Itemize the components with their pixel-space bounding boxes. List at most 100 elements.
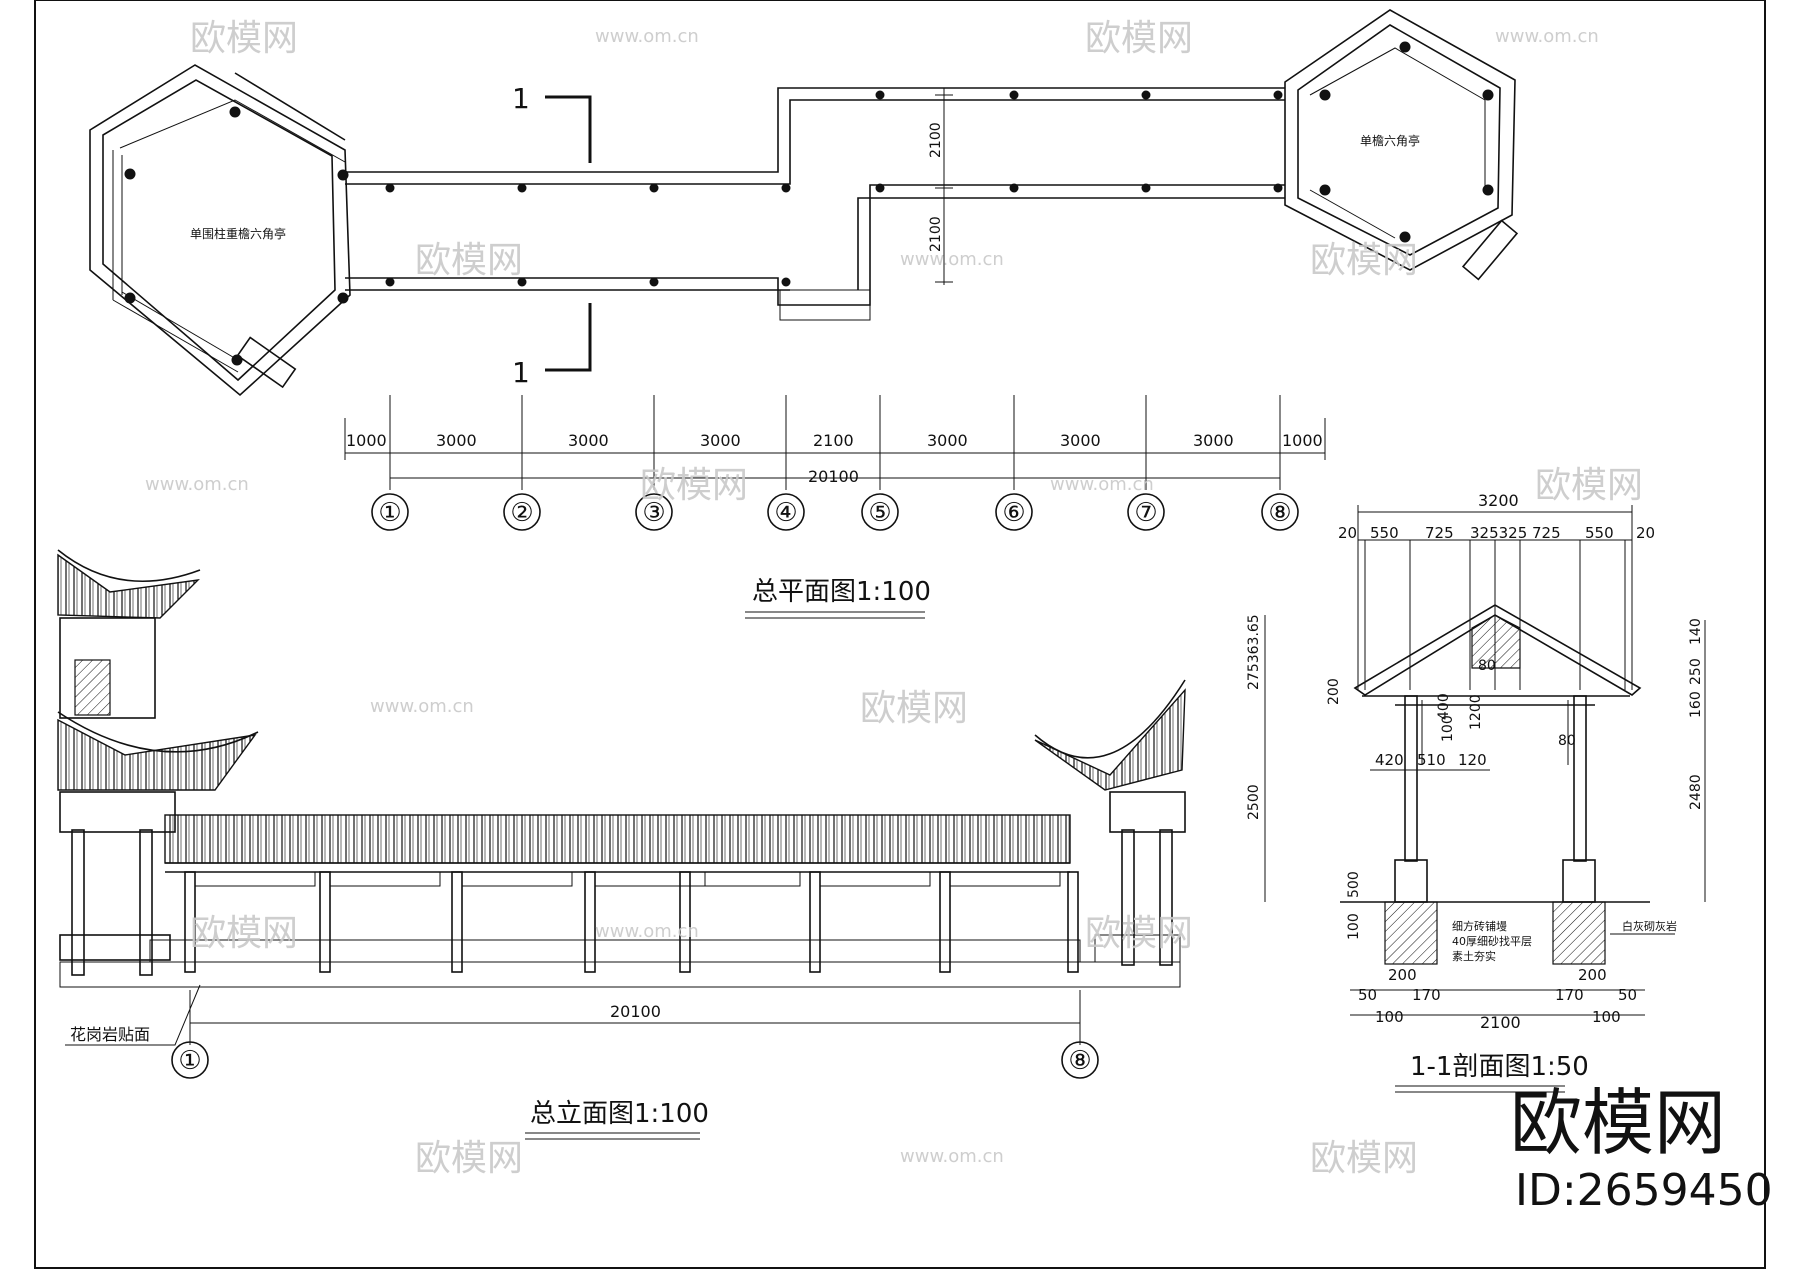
column-dot — [1141, 90, 1151, 100]
svg-text:50: 50 — [1358, 986, 1377, 1004]
left-pavilion-label: 单围柱重檐六角亭 — [190, 226, 286, 241]
column-dot — [337, 169, 349, 181]
svg-text:2100: 2100 — [813, 431, 854, 450]
svg-text:275363.65: 275363.65 — [1246, 614, 1262, 690]
column-dot — [1319, 89, 1331, 101]
right-pavilion-label: 单檐六角亭 — [1360, 133, 1420, 148]
axis-label: ① — [378, 498, 401, 528]
svg-text:www.om.cn: www.om.cn — [370, 696, 474, 717]
svg-text:170: 170 — [1412, 986, 1441, 1004]
plan-view: 单围柱重檐六角亭 单檐六角亭 — [89, 9, 1519, 619]
svg-text:1: 1 — [512, 356, 530, 389]
column-dot — [875, 183, 885, 193]
svg-text:www.om.cn: www.om.cn — [1495, 26, 1599, 47]
column-dot — [1399, 231, 1411, 243]
corridor-roof — [164, 814, 1071, 864]
corridor-outline — [345, 87, 1285, 173]
column-dot — [231, 354, 243, 366]
column-dot — [517, 277, 527, 287]
column-dot — [781, 183, 791, 193]
right-pavilion-elevation — [1034, 679, 1186, 966]
svg-text:欧模网: 欧模网 — [640, 465, 748, 506]
plan-total-dim: 20100 — [808, 467, 859, 486]
svg-text:100: 100 — [1440, 715, 1456, 742]
elevation-total-dim: 20100 — [610, 1002, 661, 1021]
column-dot — [649, 183, 659, 193]
footing-right — [1552, 901, 1606, 965]
svg-text:3000: 3000 — [436, 431, 477, 450]
svg-text:3000: 3000 — [700, 431, 741, 450]
svg-text:200: 200 — [1326, 678, 1342, 705]
svg-text:欧模网: 欧模网 — [1310, 1138, 1418, 1179]
axis-label: ⑧ — [1268, 498, 1291, 528]
section-note-right: 白灰砌灰岩 — [1622, 919, 1677, 933]
svg-text:100: 100 — [1375, 1008, 1404, 1026]
axis-label: ② — [510, 498, 533, 528]
svg-text:550: 550 — [1585, 524, 1614, 542]
svg-text:欧模网: 欧模网 — [190, 913, 298, 954]
svg-text:www.om.cn: www.om.cn — [595, 26, 699, 47]
svg-text:2500: 2500 — [1246, 784, 1262, 820]
column-dot — [1009, 90, 1019, 100]
svg-text:www.om.cn: www.om.cn — [900, 1146, 1004, 1167]
section-note-line: 细方砖铺墁 — [1452, 919, 1507, 933]
section-column-left — [1404, 695, 1418, 862]
brand-id: ID:2659450 — [1515, 1165, 1773, 1216]
svg-text:20: 20 — [1338, 524, 1357, 542]
column-dot — [337, 292, 349, 304]
section-column-right — [1573, 695, 1587, 862]
section-note-line: 素土夯实 — [1452, 949, 1496, 963]
svg-text:250: 250 — [1688, 658, 1704, 685]
svg-text:100: 100 — [1346, 913, 1362, 940]
svg-text:200: 200 — [1578, 966, 1607, 984]
svg-text:1000: 1000 — [1282, 431, 1323, 450]
plan-title: 总平面图1:100 — [752, 577, 931, 607]
svg-text:170: 170 — [1555, 986, 1584, 1004]
section-marker-top: 1 — [512, 82, 592, 163]
column-dot — [649, 277, 659, 287]
svg-text:2100: 2100 — [928, 216, 944, 252]
svg-text:400: 400 — [1436, 693, 1452, 720]
corridor-base — [59, 961, 1181, 988]
left-pavilion-outline — [89, 64, 351, 397]
axis-label: ④ — [774, 498, 797, 528]
axis-label: ③ — [642, 498, 665, 528]
section-note-line: 40厚细砂找平层 — [1452, 934, 1532, 948]
svg-text:500: 500 — [1346, 871, 1362, 898]
svg-text:420: 420 — [1375, 751, 1404, 769]
section-marker-bottom: 1 — [512, 303, 592, 389]
column-dot — [875, 90, 885, 100]
svg-text:1000: 1000 — [346, 431, 387, 450]
svg-text:100: 100 — [1592, 1008, 1621, 1026]
sheet-border — [34, 0, 1766, 1269]
svg-text:3000: 3000 — [568, 431, 609, 450]
svg-text:1: 1 — [512, 82, 530, 115]
elevation-axis-end: ⑧ — [1068, 1046, 1091, 1076]
left-pavilion-elevation — [57, 549, 259, 976]
column-dot — [1399, 41, 1411, 53]
svg-text:www.om.cn: www.om.cn — [1050, 474, 1154, 495]
column-dot — [229, 106, 241, 118]
svg-text:80: 80 — [1558, 733, 1576, 749]
column-dot — [1319, 184, 1331, 196]
svg-text:550: 550 — [1370, 524, 1399, 542]
section-top-total: 3200 — [1478, 491, 1519, 510]
svg-text:欧模网: 欧模网 — [190, 18, 298, 59]
svg-text:160: 160 — [1688, 691, 1704, 718]
section-view: 3200 20 550 725 325325 725 550 20 275363… — [1246, 491, 1706, 1093]
column-dot — [124, 292, 136, 304]
column-dot — [124, 168, 136, 180]
svg-text:欧模网: 欧模网 — [1085, 18, 1193, 59]
section-title: 1-1剖面图1:50 — [1410, 1052, 1589, 1082]
svg-text:欧模网: 欧模网 — [860, 688, 968, 729]
column-dot — [1273, 90, 1283, 100]
plan-dimension-chain: 1000 3000 3000 3000 2100 3000 3000 3000 … — [344, 395, 1326, 490]
svg-text:120: 120 — [1458, 751, 1487, 769]
svg-text:510: 510 — [1417, 751, 1446, 769]
column-dot — [1273, 183, 1283, 193]
column-dot — [781, 277, 791, 287]
plan-axis-bubbles: ① ② ③ ④ ⑤ ⑥ ⑦ ⑧ — [371, 493, 1299, 531]
svg-text:3000: 3000 — [1060, 431, 1101, 450]
svg-text:2480: 2480 — [1688, 774, 1704, 810]
